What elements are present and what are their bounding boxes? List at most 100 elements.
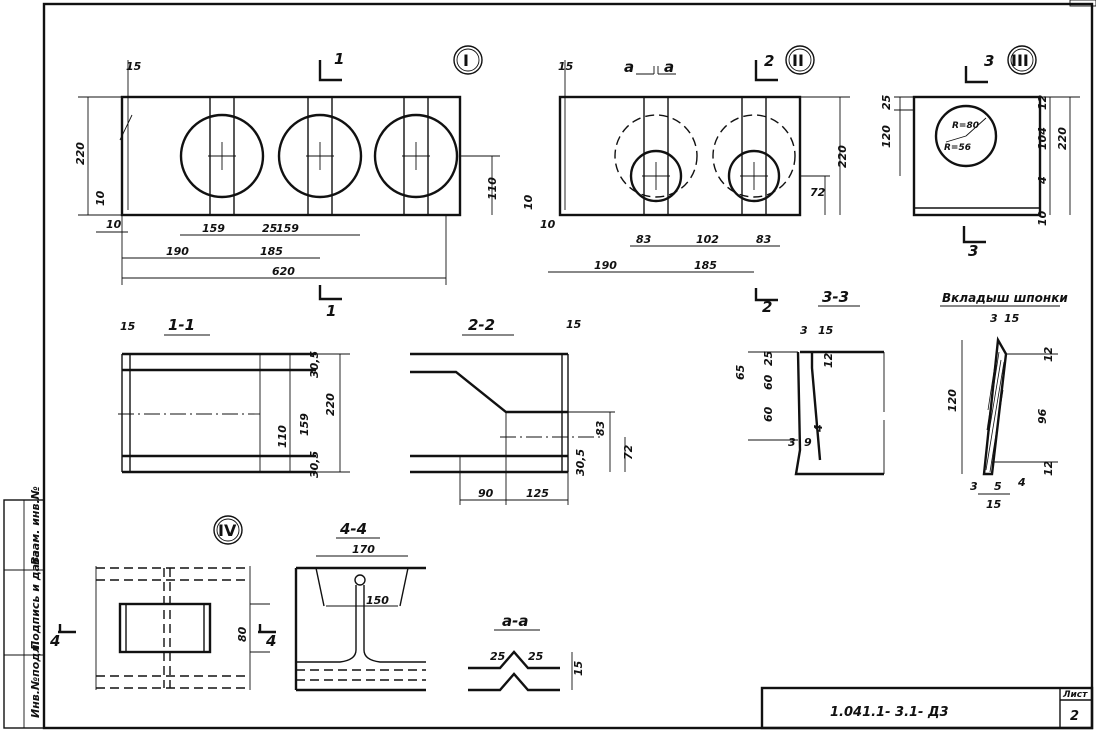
title-block: 1.041.1- 3.1- Д3 Лист 2 (760, 686, 1094, 730)
saa-dim-25b: 25 (528, 650, 544, 663)
v1-dim-220: 220 (74, 142, 87, 165)
key-insert: Вкладыш шпонки 3 15 120 12 96 12 4 3 5 1… (940, 291, 1068, 511)
section-3-3-title: 3-3 (822, 288, 849, 306)
v2-dim-102: 102 (696, 233, 719, 246)
cut-3-label-top: 3 (984, 52, 994, 70)
section-2-2: 2-2 15 83 72 30,5 90 125 (410, 316, 635, 505)
s44-dim-170: 170 (352, 543, 375, 556)
cut-2-label-top: 2 (764, 52, 774, 70)
section-4-4-title: 4-4 (339, 520, 367, 538)
sheet-frame (42, 2, 1094, 730)
section-a-a-title: а-а (502, 612, 528, 630)
v1-dim-10b: 10 (106, 218, 122, 231)
v2-dim-15: 15 (558, 60, 574, 73)
s11-dim-159: 159 (298, 413, 311, 436)
v2-dim-10b: 10 (540, 218, 556, 231)
v3-dim-120: 120 (880, 125, 893, 148)
v1-dim-10a: 10 (94, 190, 107, 206)
insert-dim-12a: 12 (1042, 346, 1055, 362)
v3-radius-56: R=56 (944, 143, 971, 153)
view-4-mark: IV (218, 521, 237, 540)
cut-3-label-bottom: 3 (968, 242, 978, 260)
s22-dim-90: 90 (478, 487, 494, 500)
v1-dim-159a: 159 (202, 222, 225, 235)
section-1-1-title: 1-1 (168, 316, 195, 334)
v3-radius-80: R=80 (952, 121, 979, 131)
v3-dim-25: 25 (880, 94, 893, 110)
v1-dim-110: 110 (486, 177, 499, 200)
s22-dim-83: 83 (594, 420, 607, 436)
v3-dim-4: 4 (1036, 176, 1049, 185)
section-3-3: 3-3 3 15 65 25 60 12 60 4 3 9 (734, 288, 885, 476)
s22-dim-72: 72 (622, 444, 635, 460)
s33-dim-65: 65 (734, 364, 747, 380)
v1-dim-159b: 159 (276, 222, 299, 235)
section-a-a: а-а 25 25 15 (468, 612, 585, 692)
s33-dim-3: 3 (800, 324, 808, 337)
v3-dim-220: 220 (1056, 127, 1069, 150)
saa-dim-15: 15 (572, 660, 585, 676)
s11-dim-305a: 30,5 (308, 351, 321, 378)
view-4: IV 80 4 4 (49, 515, 276, 690)
v2-dim-72: 72 (810, 186, 826, 199)
insert-dim-3: 3 (990, 312, 998, 325)
sheet-number: 2 (1070, 709, 1079, 724)
stamp-inv-label: Инв.№подл. (29, 641, 42, 718)
cut-2-label-bottom: 2 (762, 298, 772, 316)
stamp-sign-label: Подпись и дата (29, 550, 42, 650)
s44-dim-150: 150 (366, 594, 389, 607)
cut-a-label-right: а (664, 58, 674, 76)
insert-dim-b5: 5 (994, 480, 1002, 493)
insert-dim-b3: 3 (970, 480, 978, 493)
view-2: II 2 а а 15 10 10 220 72 83 102 83 190 1… (522, 45, 850, 316)
insert-dim-12b: 12 (1042, 460, 1055, 476)
section-2-2-title: 2-2 (468, 316, 495, 334)
cut-4-label-left: 4 (49, 632, 60, 650)
view-1-mark: I (463, 51, 469, 70)
insert-dim-120: 120 (946, 389, 959, 412)
cut-a-label-left: а (624, 58, 634, 76)
insert-dim-15: 15 (1004, 312, 1020, 325)
side-stamp: Инв.№подл. Подпись и дата Взам. инв.№ (3, 486, 45, 729)
v4-dim-80: 80 (236, 626, 249, 642)
v2-dim-190: 190 (594, 259, 617, 272)
v3-dim-104: 104 (1036, 127, 1049, 150)
section-4-4: 4-4 170 150 (294, 520, 426, 692)
s33-dim-15: 15 (818, 324, 834, 337)
v2-dim-185: 185 (694, 259, 717, 272)
v1-dim-15: 15 (126, 60, 142, 73)
s33-dim-b3: 3 (788, 436, 796, 449)
s33-dim-4: 4 (812, 424, 825, 433)
insert-dim-4: 4 (1017, 476, 1026, 489)
view-3-mark: III (1011, 51, 1029, 70)
sheet-label: Лист (1062, 690, 1088, 700)
s33-dim-b9: 9 (804, 436, 812, 449)
view-1: I 1 220 15 10 10 110 159 25 159 190 185 (74, 45, 500, 320)
view-2-mark: II (792, 51, 804, 70)
s11-dim-220: 220 (324, 393, 337, 416)
stamp-replace-label: Взам. инв.№ (29, 486, 42, 565)
s22-dim-125: 125 (526, 487, 549, 500)
v1-dim-185: 185 (260, 245, 283, 258)
saa-dim-25a: 25 (490, 650, 506, 663)
v1-dim-25: 25 (262, 222, 278, 235)
v2-dim-83a: 83 (636, 233, 652, 246)
v1-dim-190: 190 (166, 245, 189, 258)
cut-1-label-bottom: 1 (326, 302, 336, 320)
insert-title: Вкладыш шпонки (942, 291, 1068, 305)
v2-dim-220: 220 (836, 145, 849, 168)
v3-dim-10: 10 (1036, 210, 1049, 226)
insert-dim-96: 96 (1036, 408, 1049, 424)
drawing-code: 1.041.1- 3.1- Д3 (830, 705, 949, 720)
v2-dim-83b: 83 (756, 233, 772, 246)
view-3: III 3 R=80 R=56 25 120 12 104 4 220 10 3 (880, 45, 1080, 260)
s33-dim-12: 12 (822, 352, 835, 368)
v2-dim-10a: 10 (522, 194, 535, 210)
s22-dim-15: 15 (566, 318, 582, 331)
insert-dim-b15: 15 (986, 498, 1002, 511)
section-1-1: 1-1 15 30,5 220 110 159 30,5 (118, 316, 350, 478)
s33-dim-60b: 60 (762, 406, 775, 422)
cut-1-label-top: 1 (334, 50, 344, 68)
